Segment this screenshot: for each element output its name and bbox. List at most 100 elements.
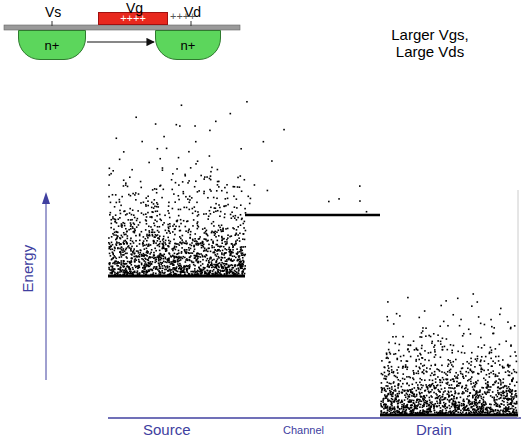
electron-dot <box>115 231 117 233</box>
electron-dot <box>382 400 384 402</box>
electron-dot <box>480 371 482 373</box>
electron-dot <box>174 247 176 249</box>
electron-dot <box>242 260 244 262</box>
electron-dot <box>109 167 111 169</box>
electron-dot <box>195 255 197 257</box>
electron-dot <box>134 217 136 219</box>
electron-dot <box>421 348 423 350</box>
electron-dot <box>115 214 117 216</box>
electron-dot <box>135 258 137 260</box>
electron-dot <box>138 267 140 269</box>
electron-dot <box>192 208 194 210</box>
electron-dot <box>161 270 163 272</box>
electron-dot <box>210 257 212 259</box>
electron-dot <box>465 390 467 392</box>
electron-dot <box>240 246 242 248</box>
electron-dot <box>188 252 190 254</box>
electron-dot <box>144 254 146 256</box>
electron-dot <box>174 269 176 271</box>
electron-dot <box>194 206 196 208</box>
electron-dot <box>134 265 136 267</box>
electron-dot <box>214 267 216 269</box>
electron-dot <box>240 250 242 252</box>
electron-dot <box>231 252 233 254</box>
electron-dot <box>414 387 416 389</box>
electron-dot <box>216 260 218 262</box>
electron-dot <box>222 257 224 259</box>
electron-dot <box>241 254 243 256</box>
electron-dot <box>146 255 148 257</box>
electron-dot <box>240 148 242 150</box>
electron-dot <box>131 264 133 266</box>
electron-dot <box>174 234 176 236</box>
electron-dot <box>147 251 149 253</box>
electron-dot <box>123 185 125 187</box>
electron-dot <box>182 271 184 273</box>
electron-dot <box>179 236 181 238</box>
electron-dot <box>114 256 116 258</box>
electron-dot <box>455 392 457 394</box>
electron-dot <box>228 247 230 249</box>
electron-dot <box>407 366 409 368</box>
electron-dot <box>165 244 167 246</box>
electron-dot <box>141 212 143 214</box>
electron-dot <box>126 252 128 254</box>
electron-dot <box>159 214 161 216</box>
electron-dot <box>133 214 135 216</box>
electron-dot <box>434 410 436 412</box>
electron-dot <box>155 123 157 125</box>
electron-dot <box>189 237 191 239</box>
electron-dot <box>213 221 215 223</box>
electron-dot <box>144 244 146 246</box>
electron-dot <box>241 267 243 269</box>
electron-dot <box>515 407 517 409</box>
electron-dot <box>208 262 210 264</box>
electron-dot <box>151 229 153 231</box>
electron-dot <box>160 259 162 261</box>
electron-dot <box>175 261 177 263</box>
electron-dot <box>435 378 437 380</box>
electron-dot <box>121 226 123 228</box>
electron-dot <box>408 400 410 402</box>
electron-dot <box>123 260 125 262</box>
electron-dot <box>225 252 227 254</box>
electron-dot <box>241 271 243 273</box>
electron-dot <box>202 270 204 272</box>
electron-dot <box>215 121 217 123</box>
electron-dot <box>119 217 121 219</box>
electron-dot <box>135 192 137 194</box>
electron-dot <box>108 248 110 250</box>
electron-dot <box>207 266 209 268</box>
electron-dot <box>178 157 180 159</box>
electron-dot <box>197 244 199 246</box>
electron-dot <box>232 255 234 257</box>
electron-dot <box>203 178 205 180</box>
electron-dot <box>230 258 232 260</box>
electron-dot <box>152 261 154 263</box>
electron-dot <box>208 215 210 217</box>
electron-dot <box>152 229 154 231</box>
electron-dot <box>211 259 213 261</box>
electron-dot <box>110 227 112 229</box>
electron-dot <box>453 388 455 390</box>
electron-dot <box>231 211 233 213</box>
electron-dot <box>188 252 190 254</box>
electron-dot <box>490 395 492 397</box>
electron-dot <box>171 263 173 265</box>
electron-dot <box>233 195 235 197</box>
electron-dot <box>159 158 161 160</box>
electron-dot <box>516 361 518 363</box>
electron-dot <box>120 266 122 268</box>
electron-dot <box>232 260 234 262</box>
electron-dot <box>182 235 184 237</box>
electron-dot <box>232 244 234 246</box>
electron-dot <box>165 261 167 263</box>
electron-dot <box>380 410 382 412</box>
electron-dot <box>472 386 474 388</box>
electron-dot <box>387 365 389 367</box>
electron-dot <box>227 228 229 230</box>
electron-dot <box>181 269 183 271</box>
electron-dot <box>232 273 234 275</box>
electron-dot <box>216 197 218 199</box>
electron-dot <box>160 241 162 243</box>
